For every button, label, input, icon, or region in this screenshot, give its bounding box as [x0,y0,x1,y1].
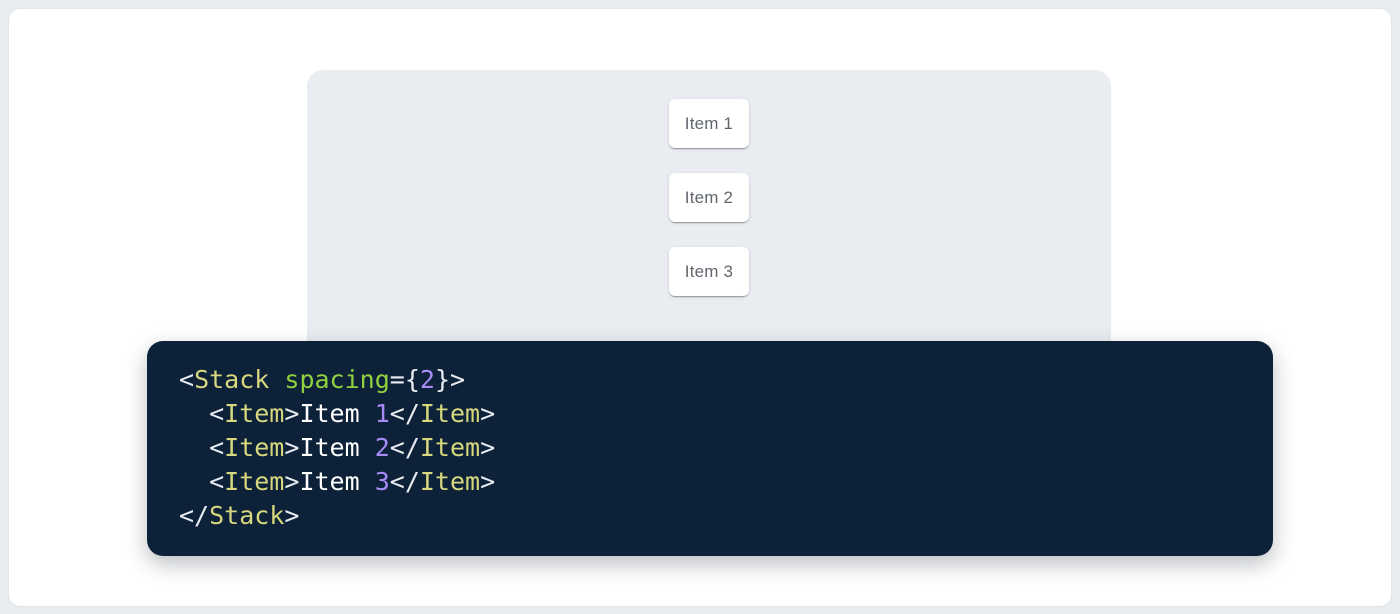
code-token-punct: > [480,433,496,462]
stack-demo-panel: Item 1 Item 2 Item 3 [307,70,1111,360]
code-token-punct: } [434,365,450,394]
code-token-punct: < [179,365,195,394]
page-card: Item 1 Item 2 Item 3 <Stack spacing={2}>… [8,8,1392,607]
item-label: Item 2 [684,187,734,207]
code-token-punct: > [284,399,300,428]
code-token-punct: > [284,433,300,462]
code-token-punct: < [179,399,225,428]
item-label: Item 1 [684,113,734,133]
code-token-punct: > [480,399,496,428]
code-token-tag: Item [224,467,285,496]
code-token-punct: { [404,365,420,394]
code-token-tag: Stack [194,365,270,394]
code-token-tag: Stack [209,501,285,530]
code-token-num: 2 [374,433,390,462]
code-token-text: Item [299,433,375,462]
item-card: Item 1 [669,99,749,148]
item-label: Item 3 [684,261,734,281]
code-token-punct [269,365,284,394]
code-token-tag: Item [224,399,285,428]
code-token-punct: </ [179,501,210,530]
code-token-num: 1 [374,399,390,428]
code-token-punct: < [179,433,225,462]
code-content: <Stack spacing={2}> <Item>Item 1</Item> … [179,363,1241,533]
code-token-text: Item [299,467,375,496]
code-line: <Stack spacing={2}> [179,363,1241,397]
code-token-attr: spacing [284,365,390,394]
code-token-punct: < [179,467,225,496]
code-line: <Item>Item 2</Item> [179,431,1241,465]
item-card: Item 2 [669,173,749,222]
code-token-punct: = [389,365,405,394]
code-token-punct: > [284,467,300,496]
code-token-tag: Item [419,433,481,462]
code-token-punct: > [450,365,466,394]
code-token-num: 2 [419,365,435,394]
code-token-text: Item [299,399,375,428]
code-token-punct: </ [389,399,420,428]
code-token-num: 3 [374,467,390,496]
code-token-punct: </ [389,467,420,496]
code-token-tag: Item [419,399,481,428]
code-token-tag: Item [224,433,285,462]
code-line: <Item>Item 1</Item> [179,397,1241,431]
code-token-punct: > [284,501,300,530]
code-token-punct: </ [389,433,420,462]
code-token-tag: Item [419,467,481,496]
code-line: </Stack> [179,499,1241,533]
code-block: <Stack spacing={2}> <Item>Item 1</Item> … [147,341,1273,556]
code-line: <Item>Item 3</Item> [179,465,1241,499]
code-token-punct: > [480,467,496,496]
item-card: Item 3 [669,247,749,296]
